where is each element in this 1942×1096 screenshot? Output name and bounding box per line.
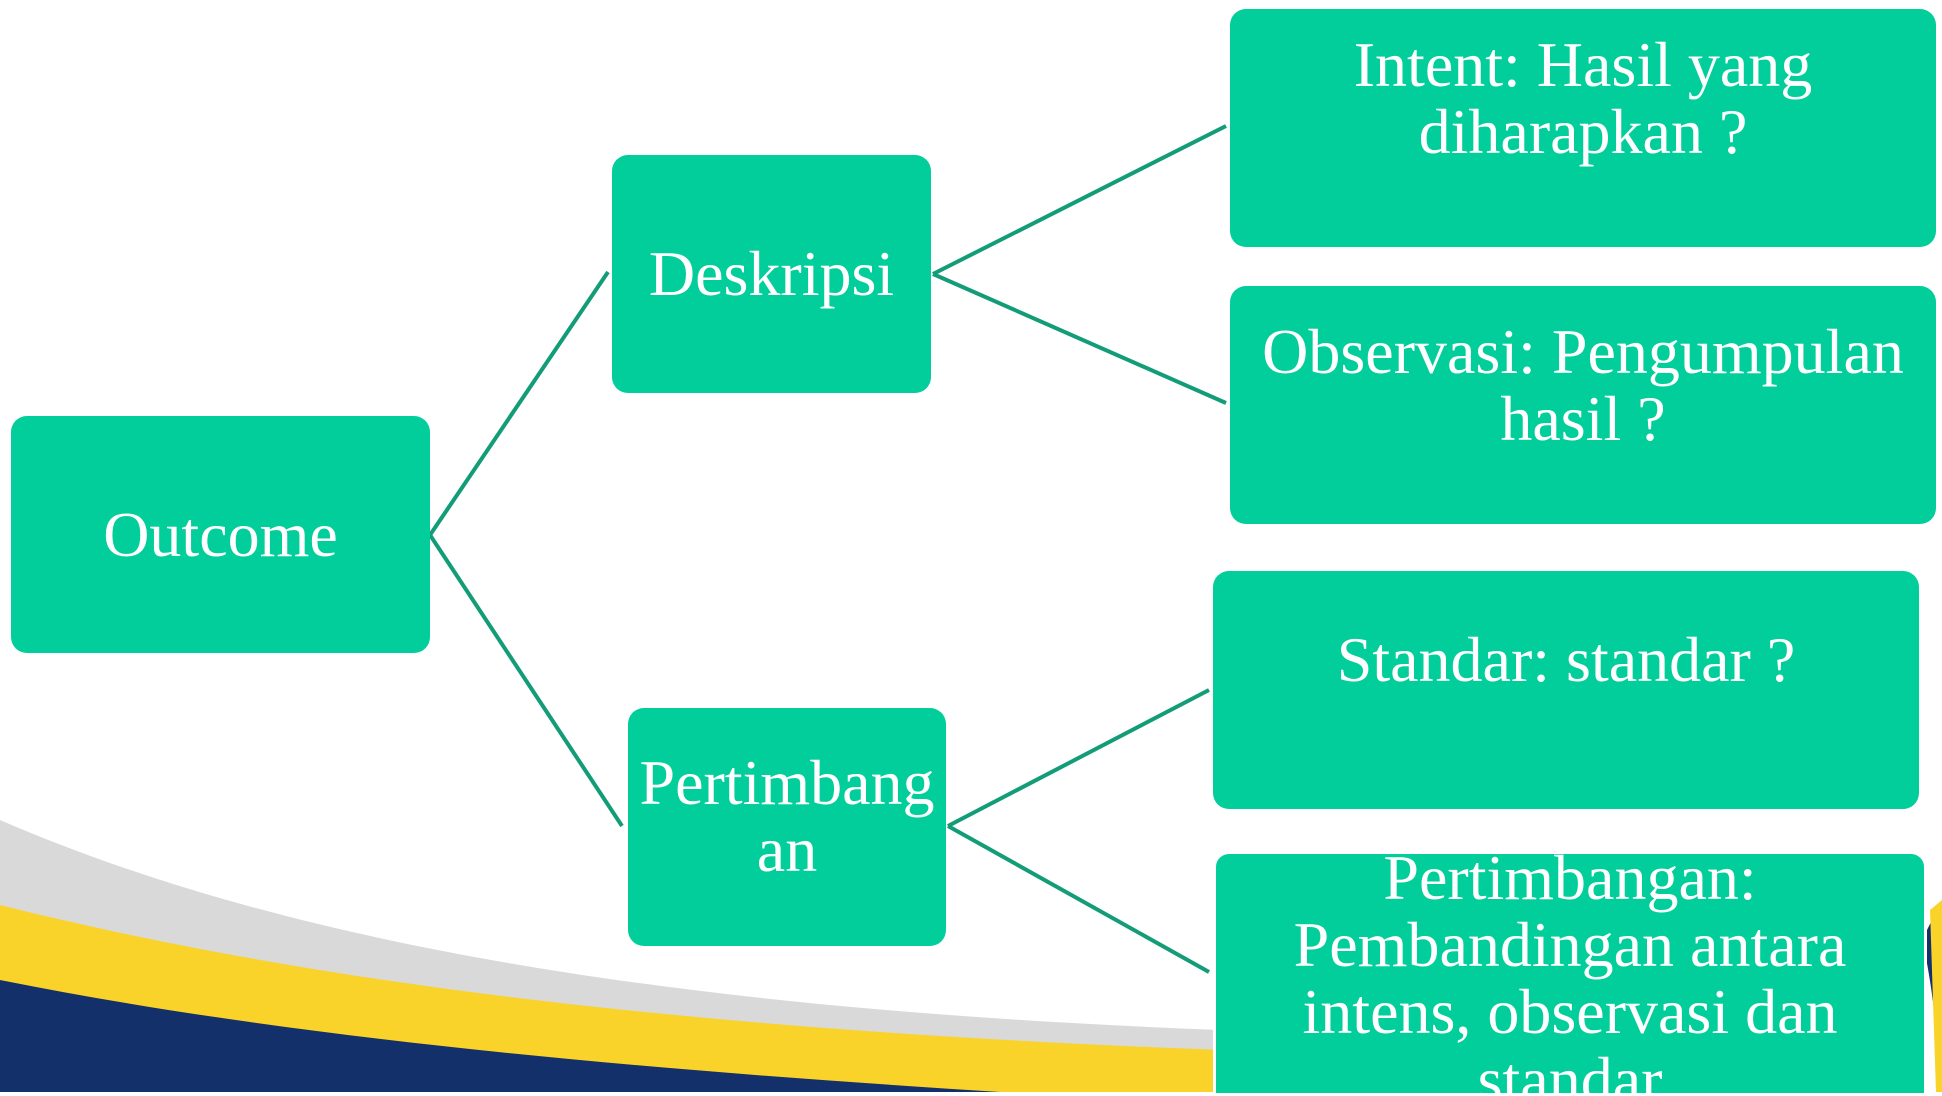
node-intent: Intent: Hasil yang diharapkan ?	[1230, 9, 1936, 247]
connector-outcome-deskripsi	[428, 270, 610, 537]
node-deskripsi: Deskripsi	[612, 155, 931, 393]
node-pertimbangan-detail-label: Pertimbangan: Pembandingan antara intens…	[1293, 851, 1847, 1096]
connector-outcome-pertimbangan	[428, 533, 624, 828]
node-pertimbangan-detail: Pertimbangan: Pembandingan antara intens…	[1213, 851, 1927, 1096]
navy-swoosh	[0, 980, 1000, 1092]
node-pertimbangan: Pertimbang an	[628, 708, 946, 946]
node-observasi: Observasi: Pengumpulan hasil ?	[1230, 286, 1936, 524]
connector-pertimbangan-detail	[947, 824, 1210, 974]
connector-pertimbangan-standar	[947, 688, 1210, 828]
right-edge-yellow	[1930, 900, 1942, 1092]
node-outcome: Outcome	[11, 416, 430, 653]
node-standar: Standar: standar ?	[1213, 571, 1919, 809]
connector-deskripsi-intent	[932, 124, 1227, 276]
connector-deskripsi-observasi	[932, 272, 1227, 405]
